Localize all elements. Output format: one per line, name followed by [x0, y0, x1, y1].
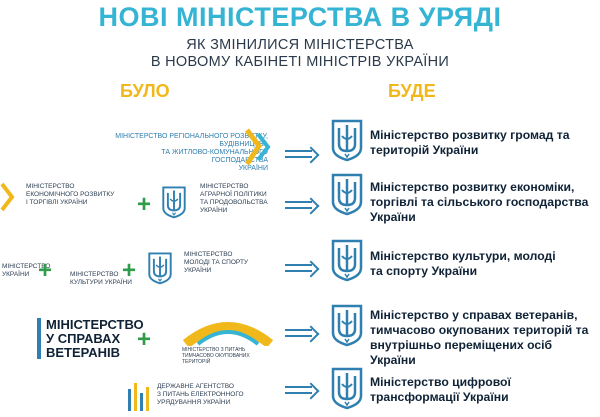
trident-emblem-icon	[330, 118, 364, 162]
old-ministry-culture: Міністерство культури України	[70, 271, 132, 286]
trident-emblem-icon	[147, 251, 173, 285]
arrow-right-icon	[285, 260, 320, 278]
veterans-logo-bar	[37, 318, 41, 359]
old-ministry-small: Міністерство України	[2, 263, 51, 278]
arrow-right-icon	[285, 325, 320, 343]
arrow-right-icon	[285, 382, 320, 400]
new-ministry-veterans: Міністерство у справах ветеранів, тимчас…	[370, 308, 589, 367]
regional-logo-chevrons-icon	[245, 128, 271, 166]
logo-fragment-icon	[0, 182, 15, 212]
old-agency-egov: Державне агентство з питань електронного…	[157, 383, 244, 406]
old-ministry-veterans: Міністерство у справах ветеранів	[46, 317, 144, 360]
subtitle-line-2: В НОВОМУ КАБІНЕТІ МІНІСТРІВ УКРАЇНИ	[150, 54, 450, 70]
plus-icon: +	[137, 326, 152, 353]
column-label-after: БУДЕ	[388, 81, 436, 101]
new-ministry-digital: Міністерство цифрової трансформації Укра…	[370, 375, 511, 404]
new-ministry-economy: Міністерство розвитку економіки, торгівл…	[370, 180, 589, 224]
arrow-right-icon	[285, 146, 320, 164]
e-gov-bars-icon	[128, 383, 149, 411]
plus-icon: +	[38, 257, 53, 284]
column-label-before: БУЛО	[120, 81, 170, 101]
old-ministry-agrarian: Міністерство аграрної політики та продов…	[200, 183, 268, 214]
old-ministry-toti: Міністерство з питань тимчасово окупован…	[182, 347, 250, 365]
old-ministry-youth: Міністерство молоді та спорту України	[184, 251, 249, 274]
subtitle-line-1: ЯК ЗМІНИЛИСЯ МІНІСТЕРСТВА	[186, 37, 414, 53]
trident-emblem-icon	[330, 172, 364, 216]
plus-icon: +	[137, 191, 152, 218]
page-title: НОВІ МІНІСТЕРСТВА В УРЯДІ	[98, 2, 502, 32]
trident-emblem-icon	[330, 303, 364, 347]
new-ministry-culture: Міністерство культури, молоді та спорту …	[370, 249, 556, 278]
old-ministry-economy: Міністерство економічного розвитку і тор…	[26, 183, 115, 206]
trident-emblem-icon	[330, 366, 364, 410]
old-ministry-regional: Міністерство регіонального розвитку, буд…	[115, 133, 268, 172]
arrow-right-icon	[285, 197, 320, 215]
trident-emblem-icon	[330, 238, 364, 282]
toti-logo-arc-icon	[182, 322, 274, 346]
new-ministry-communities: Міністерство розвитку громад та територі…	[370, 128, 570, 157]
plus-icon: +	[122, 257, 137, 284]
trident-emblem-icon	[161, 185, 187, 219]
